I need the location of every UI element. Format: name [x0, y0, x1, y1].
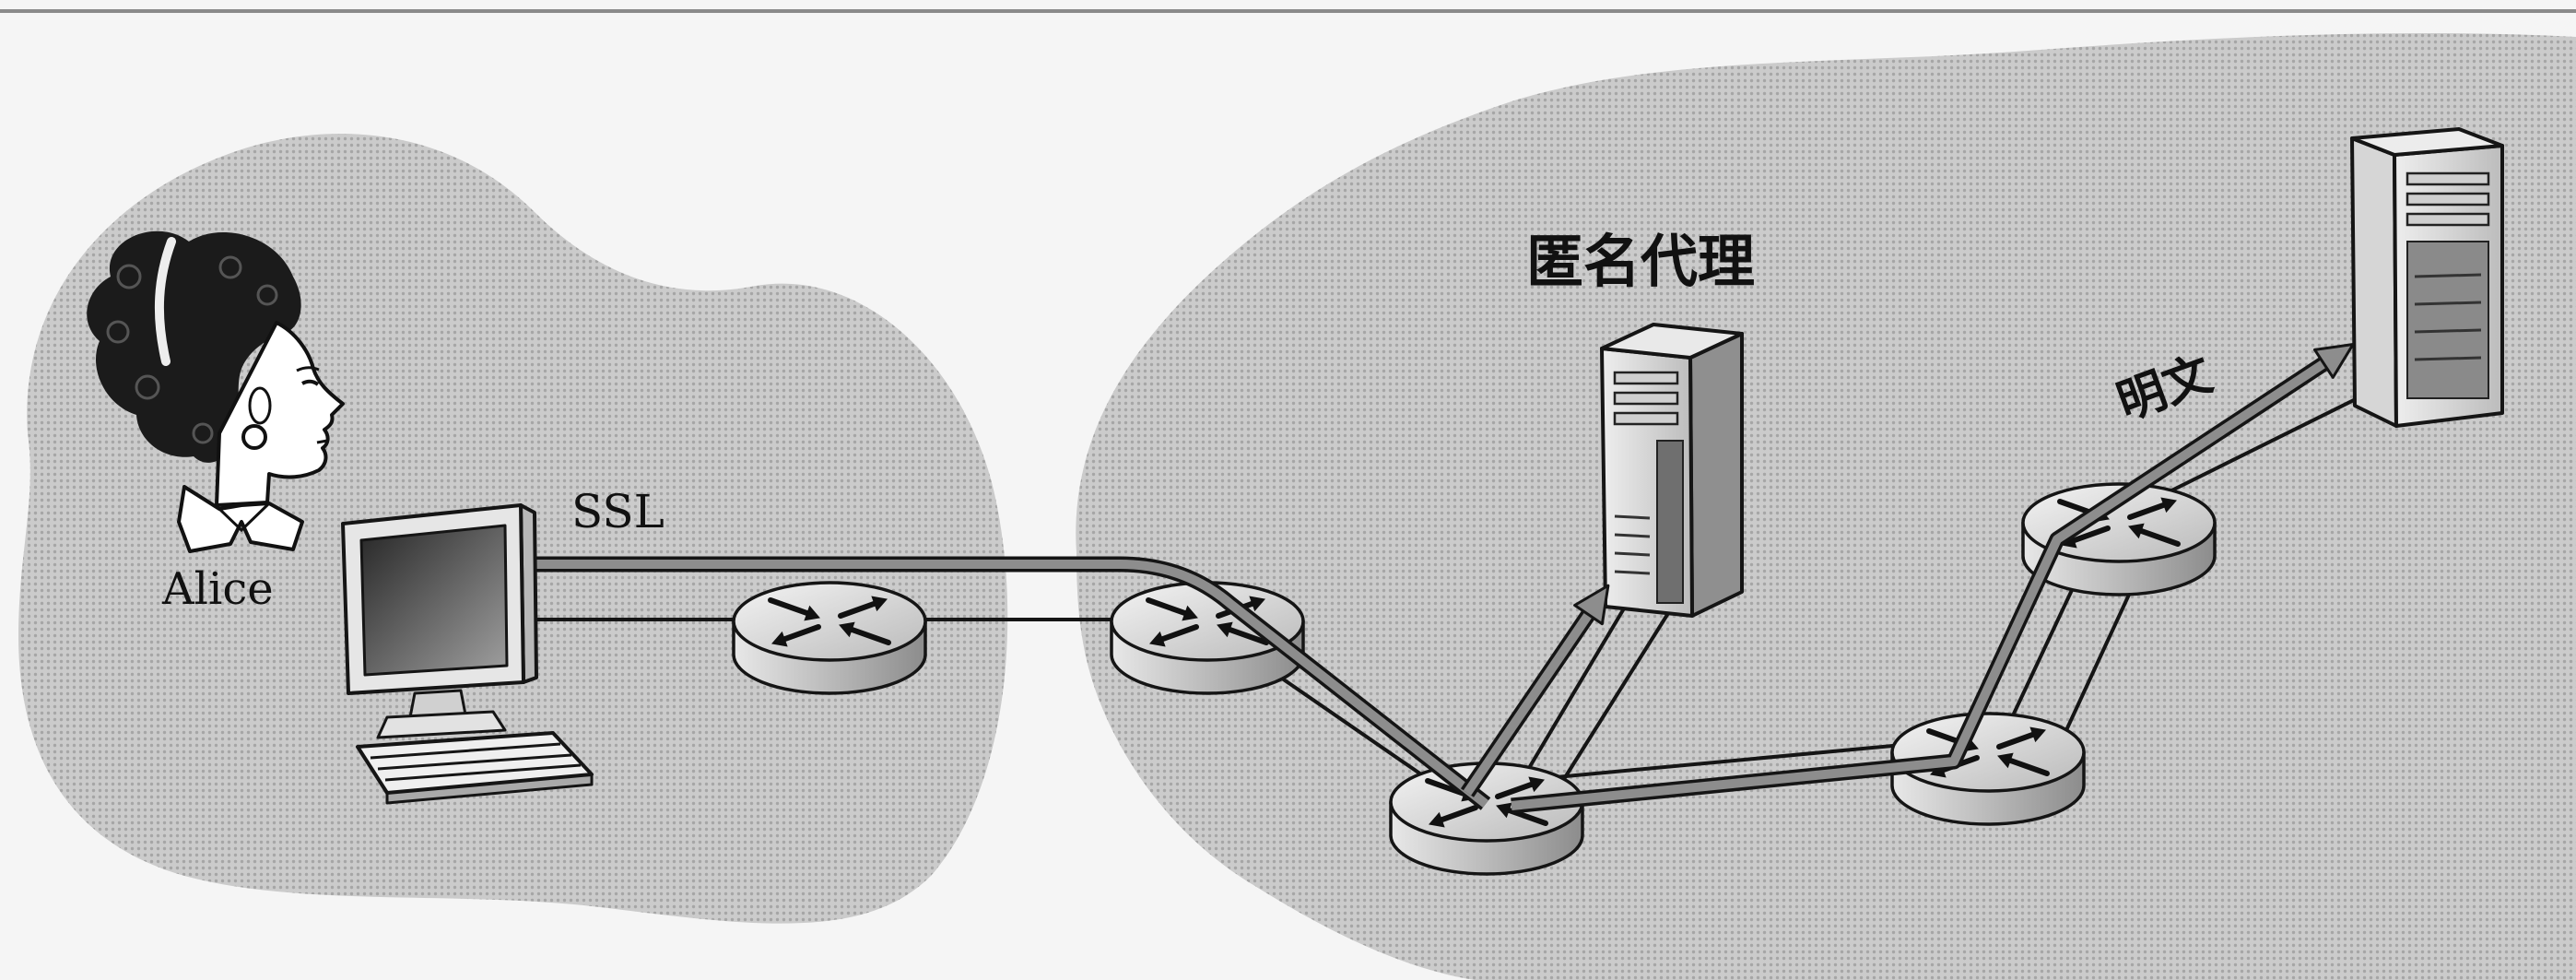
ssl-path-to-router-3 [523, 560, 1489, 808]
router-3-icon [1391, 763, 1582, 874]
internet-cloud [1076, 32, 2576, 980]
ssl-encrypted-path [523, 556, 1600, 810]
alice-collar [177, 485, 304, 553]
ssl-label: SSL [571, 485, 665, 538]
alice-hair [87, 230, 301, 463]
alice-ear [248, 386, 272, 425]
computer-monitor-icon [341, 503, 538, 739]
alice-computer-icon [341, 503, 594, 805]
keyboard-icon [356, 731, 594, 805]
anonymizing-proxy-label: 匿名代理 [1526, 228, 1755, 295]
destination-server-icon [2350, 127, 2504, 428]
anonymizing-proxy-server-icon [1600, 323, 1744, 618]
plaintext-path-arrowhead [2313, 343, 2355, 379]
ssl-path-to-proxy [1463, 606, 1597, 796]
alice-person-icon [87, 230, 345, 553]
alice-headband [154, 237, 176, 366]
link-router-3-proxy-a [1510, 602, 1629, 799]
plaintext-path [1511, 352, 2335, 814]
alice-label: Alice [161, 563, 274, 615]
router-1-icon [734, 583, 925, 693]
link-proxy-router-3-b [1547, 608, 1672, 806]
plaintext-path-to-server [1511, 355, 2333, 810]
alice-earring [241, 424, 267, 450]
ssl-path-arrowhead [1573, 584, 1610, 626]
